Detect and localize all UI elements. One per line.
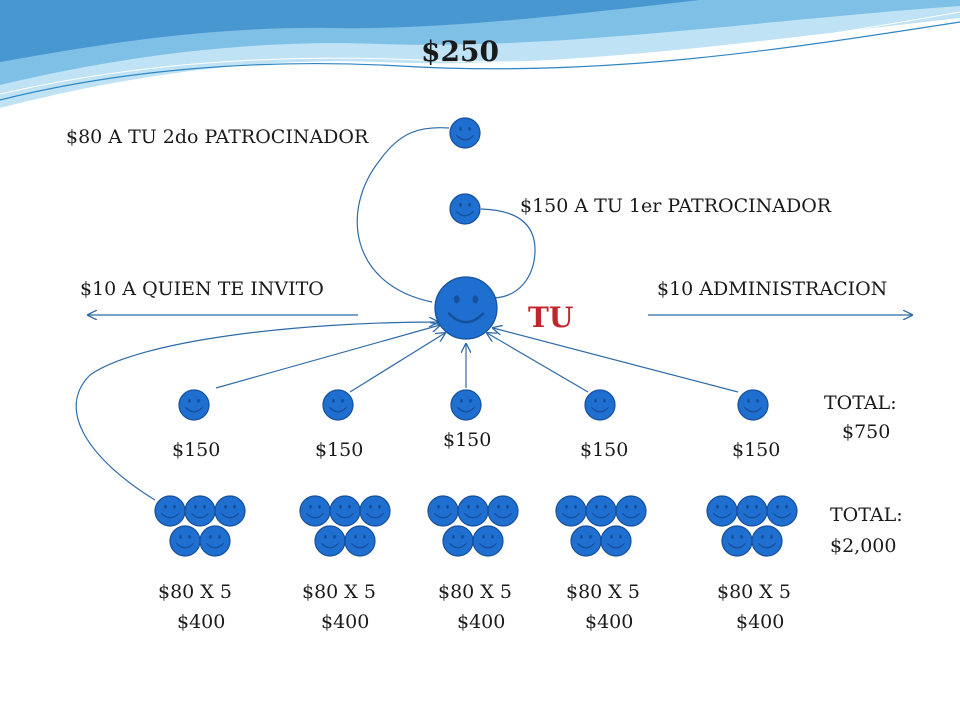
- first-sponsor-label: $150 A TU 1er PATROCINADOR: [520, 195, 832, 217]
- level2-smiley-icon: [214, 495, 246, 527]
- level2-smiley-icon: [314, 525, 346, 557]
- level2-smiley-icon: [457, 495, 489, 527]
- admin-label: $10 ADMINISTRACION: [657, 278, 888, 300]
- second-sponsor-curve: [356, 127, 450, 303]
- level2-smiley-icon: [427, 495, 459, 527]
- level2-smiley-icon: [472, 525, 504, 557]
- level2-smiley-icon: [600, 525, 632, 557]
- level2-amount: $400: [585, 611, 634, 633]
- you-smiley-icon: [434, 276, 498, 340]
- level2-smiley-icon: [706, 495, 738, 527]
- level1-arrow: [487, 333, 589, 393]
- level2-smiley-icon: [615, 495, 647, 527]
- level1-amount: $150: [315, 439, 364, 461]
- level2-smiley-icon: [299, 495, 331, 527]
- level2-rate: $80 X 5: [717, 581, 791, 603]
- level1-arrow: [215, 325, 440, 389]
- level2-smiley-icon: [184, 495, 216, 527]
- level2-smiley-icon: [344, 525, 376, 557]
- level2-cluster: [706, 495, 798, 557]
- level2-smiley-icon: [736, 495, 768, 527]
- level2-total-value: $2,000: [830, 535, 897, 557]
- level2-smiley-icon: [442, 525, 474, 557]
- level2-rate: $80 X 5: [158, 581, 232, 603]
- level2-smiley-icon: [570, 525, 602, 557]
- level2-cluster: [555, 495, 647, 557]
- level2-curve: [75, 322, 438, 501]
- level1-arrow: [349, 333, 445, 393]
- level2-rate: $80 X 5: [566, 581, 640, 603]
- level2-smiley-icon: [487, 495, 519, 527]
- level2-rate: $80 X 5: [302, 581, 376, 603]
- level2-smiley-icon: [585, 495, 617, 527]
- level2-amount: $400: [177, 611, 226, 633]
- level2-amount: $400: [457, 611, 506, 633]
- level1-smiley-icon: [450, 389, 482, 421]
- level2-smiley-icon: [199, 525, 231, 557]
- first-sponsor-curve: [480, 208, 536, 299]
- level2-smiley-icon: [766, 495, 798, 527]
- level2-cluster: [427, 495, 519, 557]
- level2-amount: $400: [736, 611, 785, 633]
- level1-amount: $150: [443, 429, 492, 451]
- level1-amount: $150: [580, 439, 629, 461]
- level2-smiley-icon: [359, 495, 391, 527]
- level1-amount: $150: [172, 439, 221, 461]
- level2-cluster: [299, 495, 391, 557]
- level2-total-label: TOTAL:: [830, 504, 903, 526]
- level1-total-label: TOTAL:: [824, 392, 897, 414]
- level2-smiley-icon: [721, 525, 753, 557]
- inviter-label: $10 A QUIEN TE INVITO: [80, 278, 324, 300]
- level1-total-value: $750: [842, 421, 891, 443]
- first-sponsor-smiley-icon: [449, 193, 481, 225]
- second-sponsor-label: $80 A TU 2do PATROCINADOR: [66, 126, 369, 148]
- level2-amount: $400: [321, 611, 370, 633]
- you-label: TU: [528, 301, 574, 334]
- level2-cluster: [154, 495, 246, 557]
- level1-arrow: [493, 328, 739, 393]
- level2-smiley-icon: [154, 495, 186, 527]
- level1-smiley-icon: [584, 389, 616, 421]
- level2-smiley-icon: [169, 525, 201, 557]
- level1-smiley-icon: [178, 389, 210, 421]
- level1-smiley-icon: [737, 389, 769, 421]
- level2-smiley-icon: [751, 525, 783, 557]
- level2-smiley-icon: [329, 495, 361, 527]
- second-sponsor-smiley-icon: [449, 117, 481, 149]
- level2-rate: $80 X 5: [438, 581, 512, 603]
- header-waves: [0, 0, 960, 108]
- level1-amount: $150: [732, 439, 781, 461]
- level1-smiley-icon: [322, 389, 354, 421]
- title-amount: $250: [421, 35, 499, 68]
- level2-smiley-icon: [555, 495, 587, 527]
